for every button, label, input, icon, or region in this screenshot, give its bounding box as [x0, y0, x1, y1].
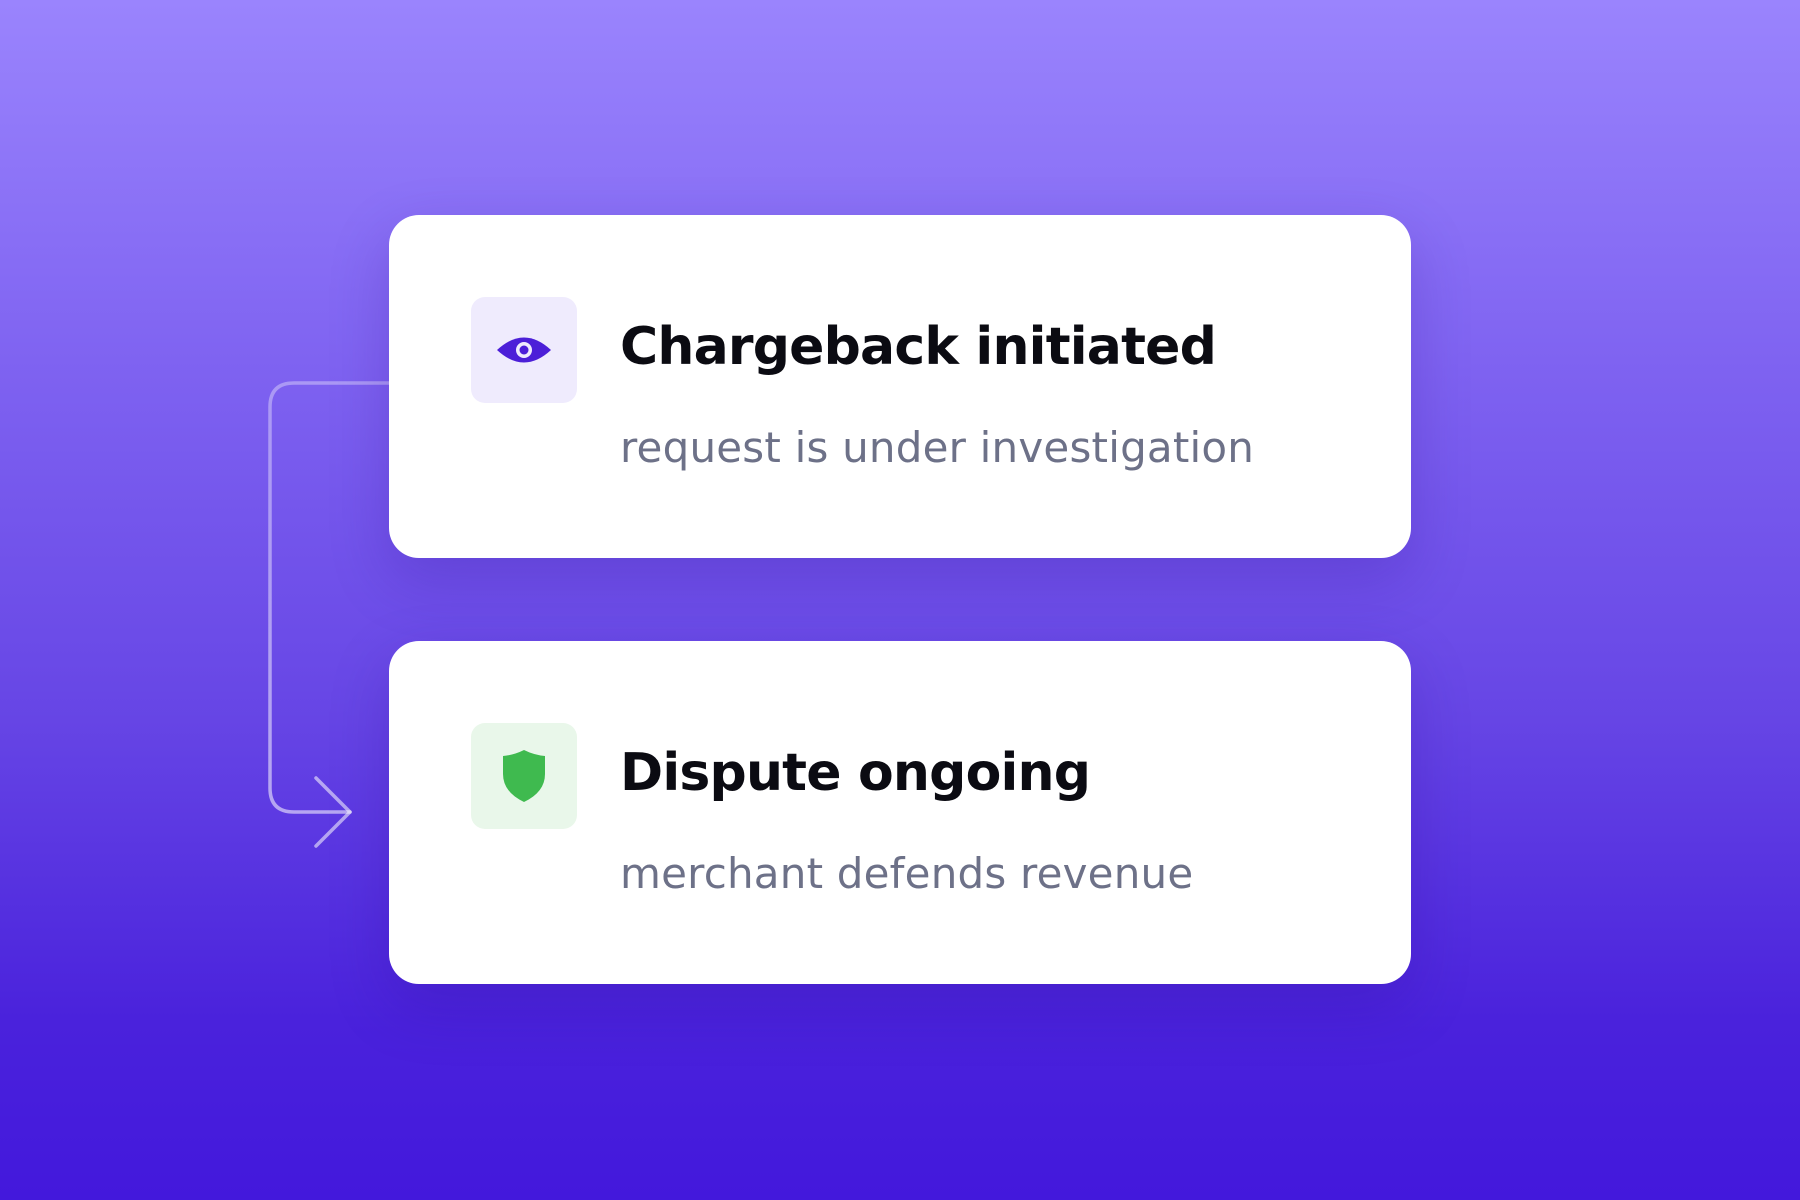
step-title: Dispute ongoing — [620, 743, 1091, 803]
step-title: Chargeback initiated — [620, 317, 1217, 377]
eye-icon — [497, 337, 551, 363]
step-card-dispute-ongoing: Dispute ongoing merchant defends revenue — [389, 641, 1411, 984]
step-subtitle: merchant defends revenue — [620, 849, 1194, 898]
step-subtitle: request is under investigation — [620, 423, 1255, 472]
step-card-chargeback-initiated: Chargeback initiated request is under in… — [389, 215, 1411, 558]
shield-icon-container — [471, 723, 577, 829]
eye-icon-container — [471, 297, 577, 403]
shield-icon — [503, 750, 545, 802]
